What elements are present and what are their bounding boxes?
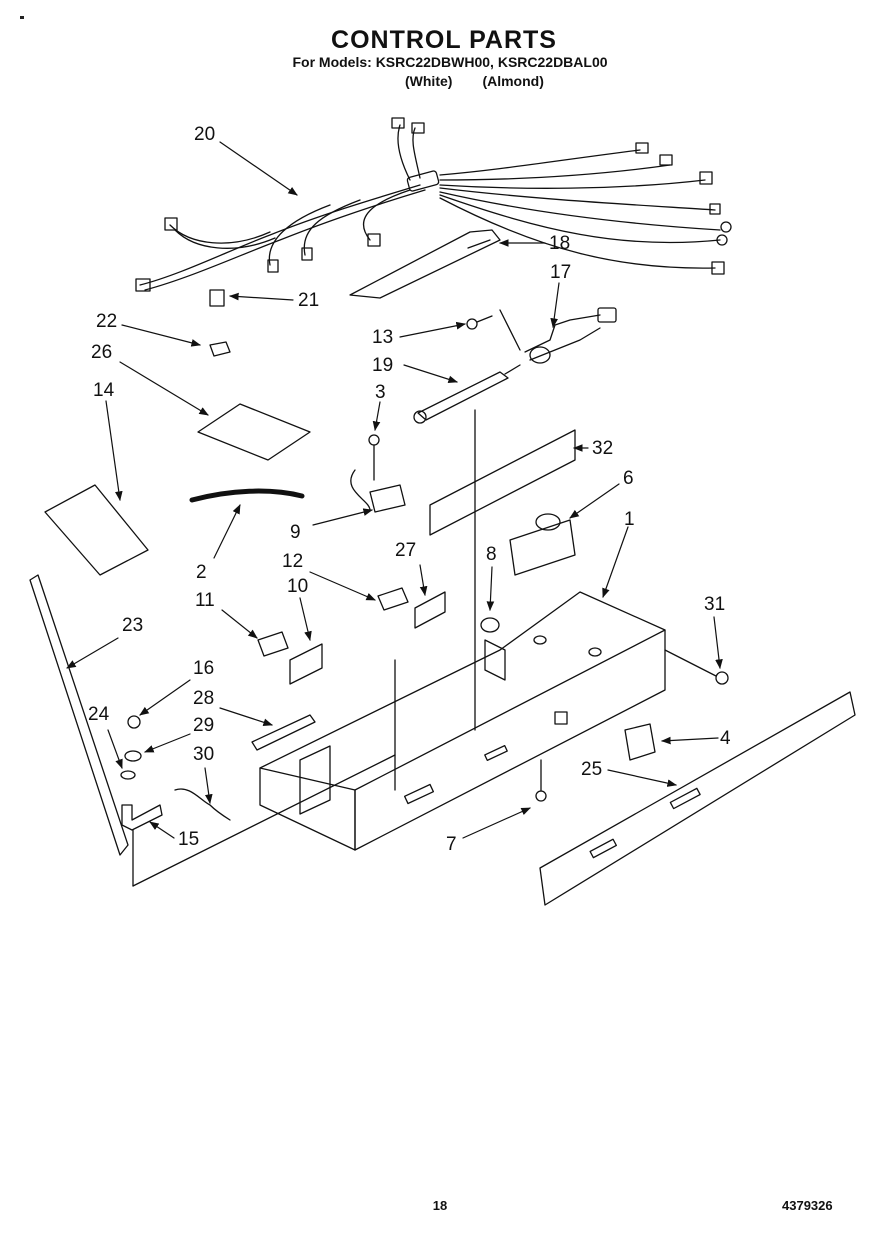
leader-lines <box>66 141 723 839</box>
callout-12: 12 <box>282 551 303 572</box>
callout-3: 3 <box>375 382 386 403</box>
control-housing-1 <box>259 591 666 851</box>
callout-13: 13 <box>372 327 393 348</box>
callout-9: 9 <box>290 522 301 543</box>
label-27 <box>414 591 446 629</box>
cover-plate-part <box>349 229 501 299</box>
callout-4: 4 <box>720 728 731 749</box>
callout-17: 17 <box>550 262 571 283</box>
callout-21: 21 <box>298 290 319 311</box>
callout-24: 24 <box>88 704 110 725</box>
screw-31 <box>664 649 729 685</box>
callout-26: 26 <box>91 342 112 363</box>
corner-mark <box>20 16 24 19</box>
trim-strip-25 <box>539 691 856 906</box>
page-number: 18 <box>432 1198 448 1213</box>
wire-harness-part <box>135 117 732 292</box>
callout-27: 27 <box>395 540 416 561</box>
callout-15: 15 <box>178 829 199 850</box>
callout-numbers: 20 18 21 17 22 13 26 19 14 3 32 6 9 1 27… <box>88 124 731 855</box>
callout-14: 14 <box>93 380 115 401</box>
callout-20: 20 <box>194 124 215 145</box>
variant-white: (White) <box>405 73 453 89</box>
color-variants: (White) (Almond) <box>405 73 574 89</box>
callout-25: 25 <box>581 759 602 780</box>
model-list: For Models: KSRC22DBWH00, KSRC22DBAL00 <box>292 54 608 70</box>
callout-11: 11 <box>195 590 215 611</box>
callout-16: 16 <box>193 658 214 679</box>
callout-6: 6 <box>623 468 634 489</box>
screw-13 <box>466 315 493 330</box>
callout-8: 8 <box>486 544 497 565</box>
bracket-28 <box>251 714 316 751</box>
callout-31: 31 <box>704 594 725 615</box>
switch-9 <box>350 434 406 513</box>
fastener-stack <box>120 715 396 887</box>
part-4 <box>624 723 656 761</box>
tube-2 <box>189 488 305 503</box>
callout-1: 1 <box>624 509 635 530</box>
insulation-strip-32 <box>429 429 576 536</box>
connector-17 <box>499 307 617 364</box>
control-6 <box>509 513 576 576</box>
screw-7 <box>535 759 547 802</box>
callout-7: 7 <box>446 834 457 855</box>
spring-30 <box>174 788 231 821</box>
callout-30: 30 <box>193 744 214 765</box>
callout-18: 18 <box>549 233 570 254</box>
rod-23 <box>29 574 129 856</box>
callout-10: 10 <box>287 576 308 597</box>
callout-22: 22 <box>96 311 117 332</box>
document-number: 4379326 <box>782 1198 833 1213</box>
callout-28: 28 <box>193 688 214 709</box>
callout-19: 19 <box>372 355 393 376</box>
cover-14 <box>44 484 149 576</box>
callout-2: 2 <box>196 562 207 583</box>
callout-32: 32 <box>592 438 613 459</box>
bracket-11 <box>257 631 289 657</box>
small-clip-part <box>209 341 231 357</box>
cover-26 <box>197 403 311 461</box>
callout-29: 29 <box>193 715 214 736</box>
clip-part <box>209 289 225 307</box>
grommet-8 <box>480 617 500 633</box>
page-title: CONTROL PARTS <box>331 26 557 54</box>
variant-almond: (Almond) <box>482 73 544 89</box>
callout-23: 23 <box>122 615 143 636</box>
label-10 <box>289 643 323 685</box>
heater-19 <box>413 364 521 424</box>
bracket-12 <box>377 587 409 611</box>
